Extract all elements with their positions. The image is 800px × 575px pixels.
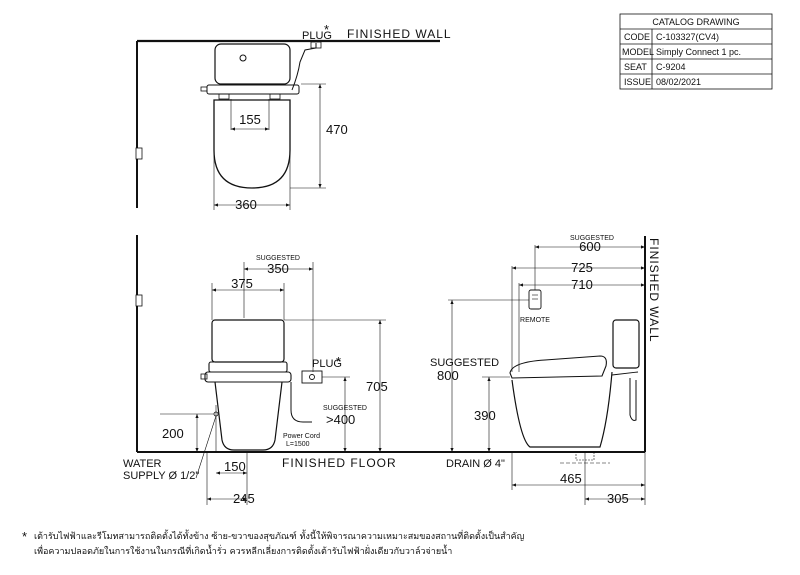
side-view-dim-800: 800 <box>437 368 459 383</box>
title-block-value-code: C-103327(CV4) <box>656 32 719 42</box>
water-supply-size: SUPPLY Ø 1/2" <box>123 470 199 482</box>
side-view-dim-725: 725 <box>571 260 593 275</box>
front-view-dim-water-height: 200 <box>162 426 184 441</box>
title-block-header: CATALOG DRAWING <box>652 17 739 27</box>
title-block-key-issue: ISSUE <box>624 77 651 87</box>
footnote-mark: * <box>22 529 27 544</box>
top-view-seat-hinge <box>206 84 300 95</box>
top-view-bowl <box>213 99 291 189</box>
footnote-line-2: เพื่อความปลอดภัยในการใช้งานในกรณีที่เกิด… <box>34 544 452 557</box>
remote-icon <box>528 289 542 310</box>
footnote-line-1: เต้ารับไฟฟ้าและรีโมทสามารถติดตั้งได้ทั้ง… <box>34 529 525 542</box>
front-view-tank <box>211 319 285 363</box>
top-view-tank <box>214 43 291 85</box>
side-view-dim-305: 305 <box>607 491 629 506</box>
front-view-dim-water-offset: 150 <box>224 459 246 474</box>
top-view-dim-depth: 470 <box>326 122 348 137</box>
top-view-plug-mark: * <box>324 22 329 37</box>
front-view-plug-icon <box>301 370 323 384</box>
front-view <box>135 235 440 505</box>
title-block <box>619 13 773 90</box>
power-cord-label: Power Cord <box>283 433 320 440</box>
top-view-plug-icon <box>310 41 322 49</box>
title-block-key-seat: SEAT <box>624 62 647 72</box>
front-view-bowl <box>214 381 283 451</box>
front-view-dim-outlet-height: >400 <box>326 412 355 427</box>
flush-button-icon <box>239 54 247 62</box>
side-view-bowl <box>511 371 613 448</box>
top-view <box>135 39 440 210</box>
side-view-suggested-label-left: SUGGESTED <box>430 357 499 369</box>
side-view-wall-label: FINISHED WALL <box>647 238 661 343</box>
side-view-dim-600: 600 <box>579 239 601 254</box>
side-view-dim-390: 390 <box>474 408 496 423</box>
title-block-key-code: CODE <box>624 32 650 42</box>
power-cord-length: L=1500 <box>286 441 310 448</box>
drain-label: DRAIN Ø 4" <box>446 458 505 470</box>
floor-label: FINISHED FLOOR <box>282 456 397 470</box>
side-view <box>440 236 646 505</box>
title-block-key-model: MODEL <box>622 47 654 57</box>
title-block-value-issue: 08/02/2021 <box>656 77 701 87</box>
top-view-wall-outlet <box>135 147 143 160</box>
water-supply-label: WATER <box>123 458 162 470</box>
side-view-dim-710: 710 <box>571 277 593 292</box>
title-block-value-seat: C-9204 <box>656 62 686 72</box>
front-view-dim-width: 375 <box>231 276 253 291</box>
front-view-plug-label: PLUG <box>312 358 342 370</box>
side-view-tank <box>612 319 640 369</box>
front-view-suggested-outlet-label: SUGGESTED <box>323 405 367 412</box>
side-view-suggested-label-top: SUGGESTED <box>570 235 614 242</box>
top-view-dim-inner: 155 <box>239 112 261 127</box>
top-view-dim-width: 360 <box>235 197 257 212</box>
side-view-dim-465: 465 <box>560 471 582 486</box>
front-view-dim-suggested-width: 350 <box>267 261 289 276</box>
side-view-seat <box>509 355 607 379</box>
front-view-dim-height: 705 <box>366 379 388 394</box>
title-block-value-model: Simply Connect 1 pc. <box>656 47 741 57</box>
remote-label: REMOTE <box>520 317 550 324</box>
front-view-dim-water-side: 245 <box>233 491 255 506</box>
front-view-seat <box>208 361 288 373</box>
front-view-plug-mark: * <box>336 354 341 369</box>
top-view-wall-label: FINISHED WALL <box>347 27 452 41</box>
top-view-plug-label: PLUG <box>302 30 332 42</box>
front-view-suggested-label: SUGGESTED <box>256 255 300 262</box>
